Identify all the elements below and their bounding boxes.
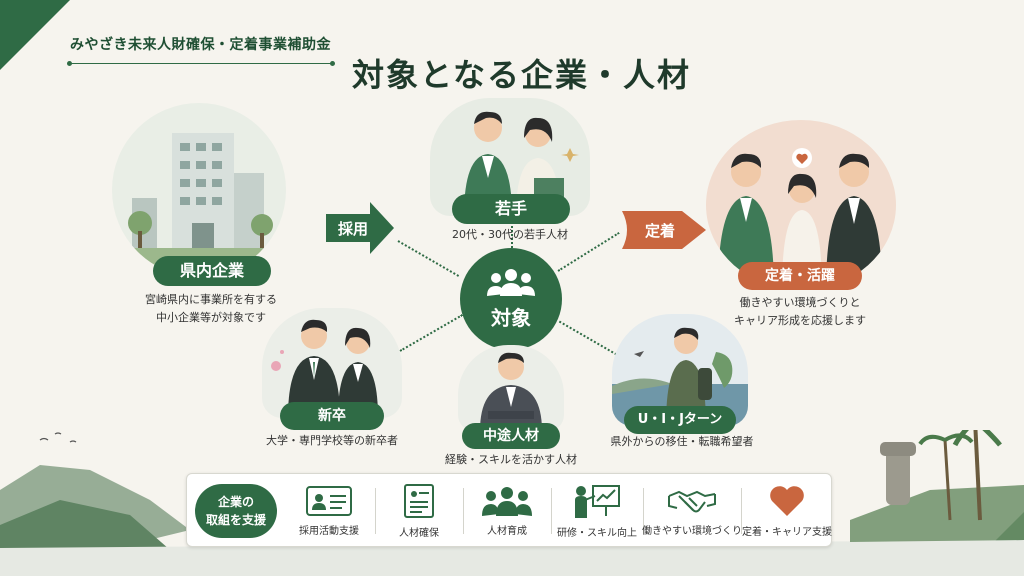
support-label-line2: 取組を支援 xyxy=(205,513,266,527)
hire-arrow-label: 採用 xyxy=(337,219,368,238)
graduate-label: 新卒 xyxy=(280,402,384,430)
young-label: 若手 xyxy=(452,194,570,224)
retention-desc-line1: 働きやすい環境づくりと xyxy=(739,296,861,309)
corner-decoration-top-left xyxy=(0,0,70,70)
company-desc-line2: 中小企業等が対象です xyxy=(156,311,266,324)
document-icon xyxy=(404,483,434,518)
people-group-icon xyxy=(487,268,535,296)
support-label-line1: 企業の xyxy=(217,495,254,509)
support-item-environment: 働きやすい環境づくり xyxy=(642,474,742,548)
target-label: 対象 xyxy=(491,305,531,330)
support-bar: 企業の 取組を支援 採用活動支援 人材確保 人材育成 研修・スキル向上 働きやす… xyxy=(186,473,832,547)
young-description: 20代・30代の若手人材 xyxy=(452,228,568,241)
support-item-label: 人材育成 xyxy=(487,525,527,537)
support-item-label: 研修・スキル向上 xyxy=(557,527,637,539)
retention-description: 働きやすい環境づくりと キャリア形成を応援します xyxy=(716,294,884,330)
graduate-description: 大学・専門学校等の新卒者 xyxy=(266,434,398,447)
landscape-background xyxy=(0,430,1024,576)
support-item-label: 定着・キャリア支援 xyxy=(742,526,832,538)
id-card-icon xyxy=(306,485,352,516)
uij-label: U・I・Jターン xyxy=(624,406,736,434)
retention-desc-line2: キャリア形成を応援します xyxy=(734,314,866,327)
midcareer-description: 経験・スキルを活かす人材 xyxy=(445,453,577,466)
settle-arrow: 定着 xyxy=(622,205,706,255)
support-item-development: 人材育成 xyxy=(465,474,549,548)
connector-line-uij xyxy=(554,318,621,358)
midcareer-illustration xyxy=(458,345,564,431)
company-description: 宮崎県内に事業所を有する 中小企業等が対象です xyxy=(132,291,290,327)
support-item-training: 研修・スキル向上 xyxy=(553,474,641,548)
support-divider xyxy=(741,488,742,534)
training-board-icon xyxy=(575,484,620,518)
people-group-icon xyxy=(482,486,532,516)
support-divider xyxy=(375,488,376,534)
heart-icon xyxy=(770,485,804,516)
support-item-recruitment: 採用活動支援 xyxy=(285,474,373,548)
support-item-securing: 人材確保 xyxy=(377,474,461,548)
company-desc-line1: 宮崎県内に事業所を有する xyxy=(145,293,277,306)
support-item-label: 人材確保 xyxy=(399,527,439,539)
settle-arrow-label: 定着 xyxy=(644,221,675,240)
uij-description: 県外からの移住・転職希望者 xyxy=(610,435,754,448)
target-center-circle: 対象 xyxy=(460,248,562,350)
support-divider xyxy=(463,488,464,534)
company-label: 県内企業 xyxy=(153,256,271,286)
subtitle-underline xyxy=(67,61,335,66)
support-item-label: 採用活動支援 xyxy=(299,525,359,537)
support-label-badge: 企業の 取組を支援 xyxy=(195,484,277,538)
handshake-icon xyxy=(668,490,716,512)
support-divider xyxy=(551,488,552,534)
company-illustration xyxy=(112,103,286,277)
connector-line-company xyxy=(397,240,460,277)
connector-line-graduate xyxy=(399,314,463,352)
retention-label: 定着・活躍 xyxy=(738,262,862,290)
support-item-label: 働きやすい環境づくり xyxy=(642,525,742,537)
support-item-career: 定着・キャリア支援 xyxy=(742,474,832,548)
subsidy-subtitle: みやざき未来人財確保・定着事業補助金 xyxy=(70,37,331,53)
support-divider xyxy=(643,488,644,534)
midcareer-label: 中途人材 xyxy=(462,423,560,449)
hire-arrow: 採用 xyxy=(326,202,394,254)
page-title: 対象となる企業・人材 xyxy=(352,56,692,94)
